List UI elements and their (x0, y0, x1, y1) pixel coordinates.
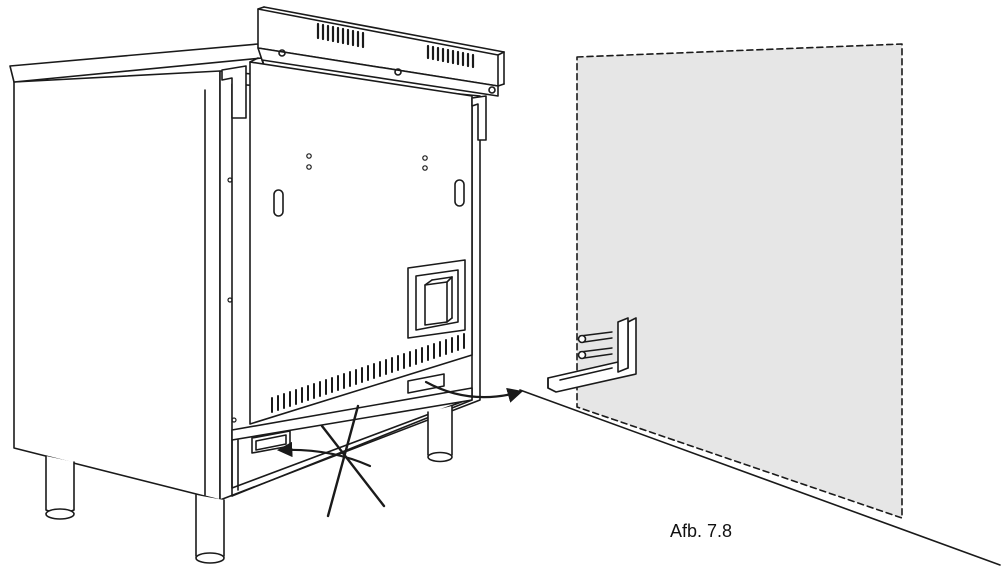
cooker-leg-rear-right (427, 405, 453, 463)
figure-caption: Afb. 7.8 (670, 521, 733, 541)
splashback-vent-right (426, 44, 475, 69)
connection-box (407, 259, 466, 339)
side-panel-dots (227, 177, 237, 423)
anti-tilt-bracket (547, 317, 637, 393)
rear-left-bracket (221, 65, 247, 119)
cooker-plinth (231, 387, 473, 497)
back-panel-holes (306, 153, 428, 171)
cooker-leg-front-left (45, 455, 75, 520)
splashback-vent-left (316, 22, 365, 49)
splashback-screws (278, 49, 496, 94)
cooker-side-panel (13, 70, 221, 501)
wall-screws (577, 331, 613, 360)
back-panel-handles (273, 179, 465, 217)
plinth-slot-right (407, 373, 445, 394)
cooker-leg-front-right (195, 494, 225, 564)
back-panel-vents (271, 333, 465, 413)
correct-direction-arrow (424, 380, 523, 403)
cross-mark-icon (320, 404, 386, 518)
wrong-direction-arrow (276, 441, 372, 468)
wall-panel (576, 43, 903, 519)
floor-line (519, 389, 1001, 566)
rear-right-bracket (471, 95, 487, 141)
